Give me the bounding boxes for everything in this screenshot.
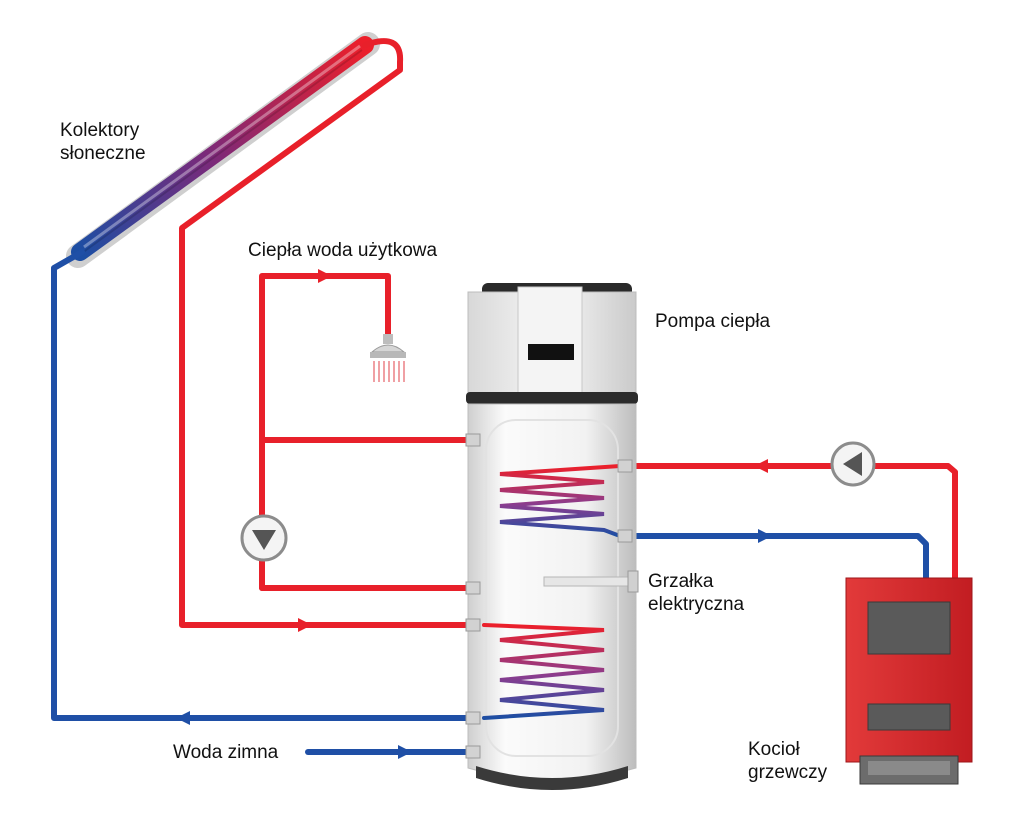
tank-connectors (465, 433, 633, 759)
boiler-label-line2: grzewczy (748, 762, 828, 783)
heat-pump-label: Pompa ciepła (655, 311, 771, 332)
hot-water-label: Ciepła woda użytkowa (248, 240, 438, 261)
boiler-icon (845, 577, 973, 785)
boiler-label-line1: Kocioł (748, 739, 800, 760)
flow-arrows (176, 269, 772, 759)
arrow-solar-cold (176, 711, 190, 725)
solar-collector-icon (66, 32, 380, 268)
upper-heat-exchanger-coil (499, 464, 622, 538)
electric-heater-icon (543, 570, 639, 593)
arrow-boiler-cold (758, 529, 772, 543)
electric-heater-label: Grzałka elektryczna (648, 570, 744, 616)
solar-collectors-label: Kolektory słoneczne (60, 119, 146, 165)
lower-heat-exchanger-coil (482, 623, 605, 720)
circulation-pump-icon (240, 514, 288, 562)
electric-heater-label-line2: elektryczna (648, 594, 745, 615)
boiler-hot-pipe (617, 463, 958, 581)
solar-collectors-label-line1: Kolektory (60, 120, 140, 141)
arrow-cold-water (398, 745, 412, 759)
boiler-circulation-pump-icon (830, 441, 876, 487)
arrow-solar-hot (298, 618, 312, 632)
solar-cold-pipe (51, 249, 473, 721)
arrow-boiler-hot (754, 459, 768, 473)
boiler-label: Kocioł grzewczy (748, 738, 827, 784)
cold-water-label: Woda zimna (173, 742, 279, 763)
solar-hot-pipe (179, 38, 473, 628)
solar-collectors-label-line2: słoneczne (60, 143, 146, 164)
electric-heater-label-line1: Grzałka (648, 571, 714, 592)
arrow-hot-water (318, 269, 332, 283)
shower-head-icon (370, 334, 406, 382)
